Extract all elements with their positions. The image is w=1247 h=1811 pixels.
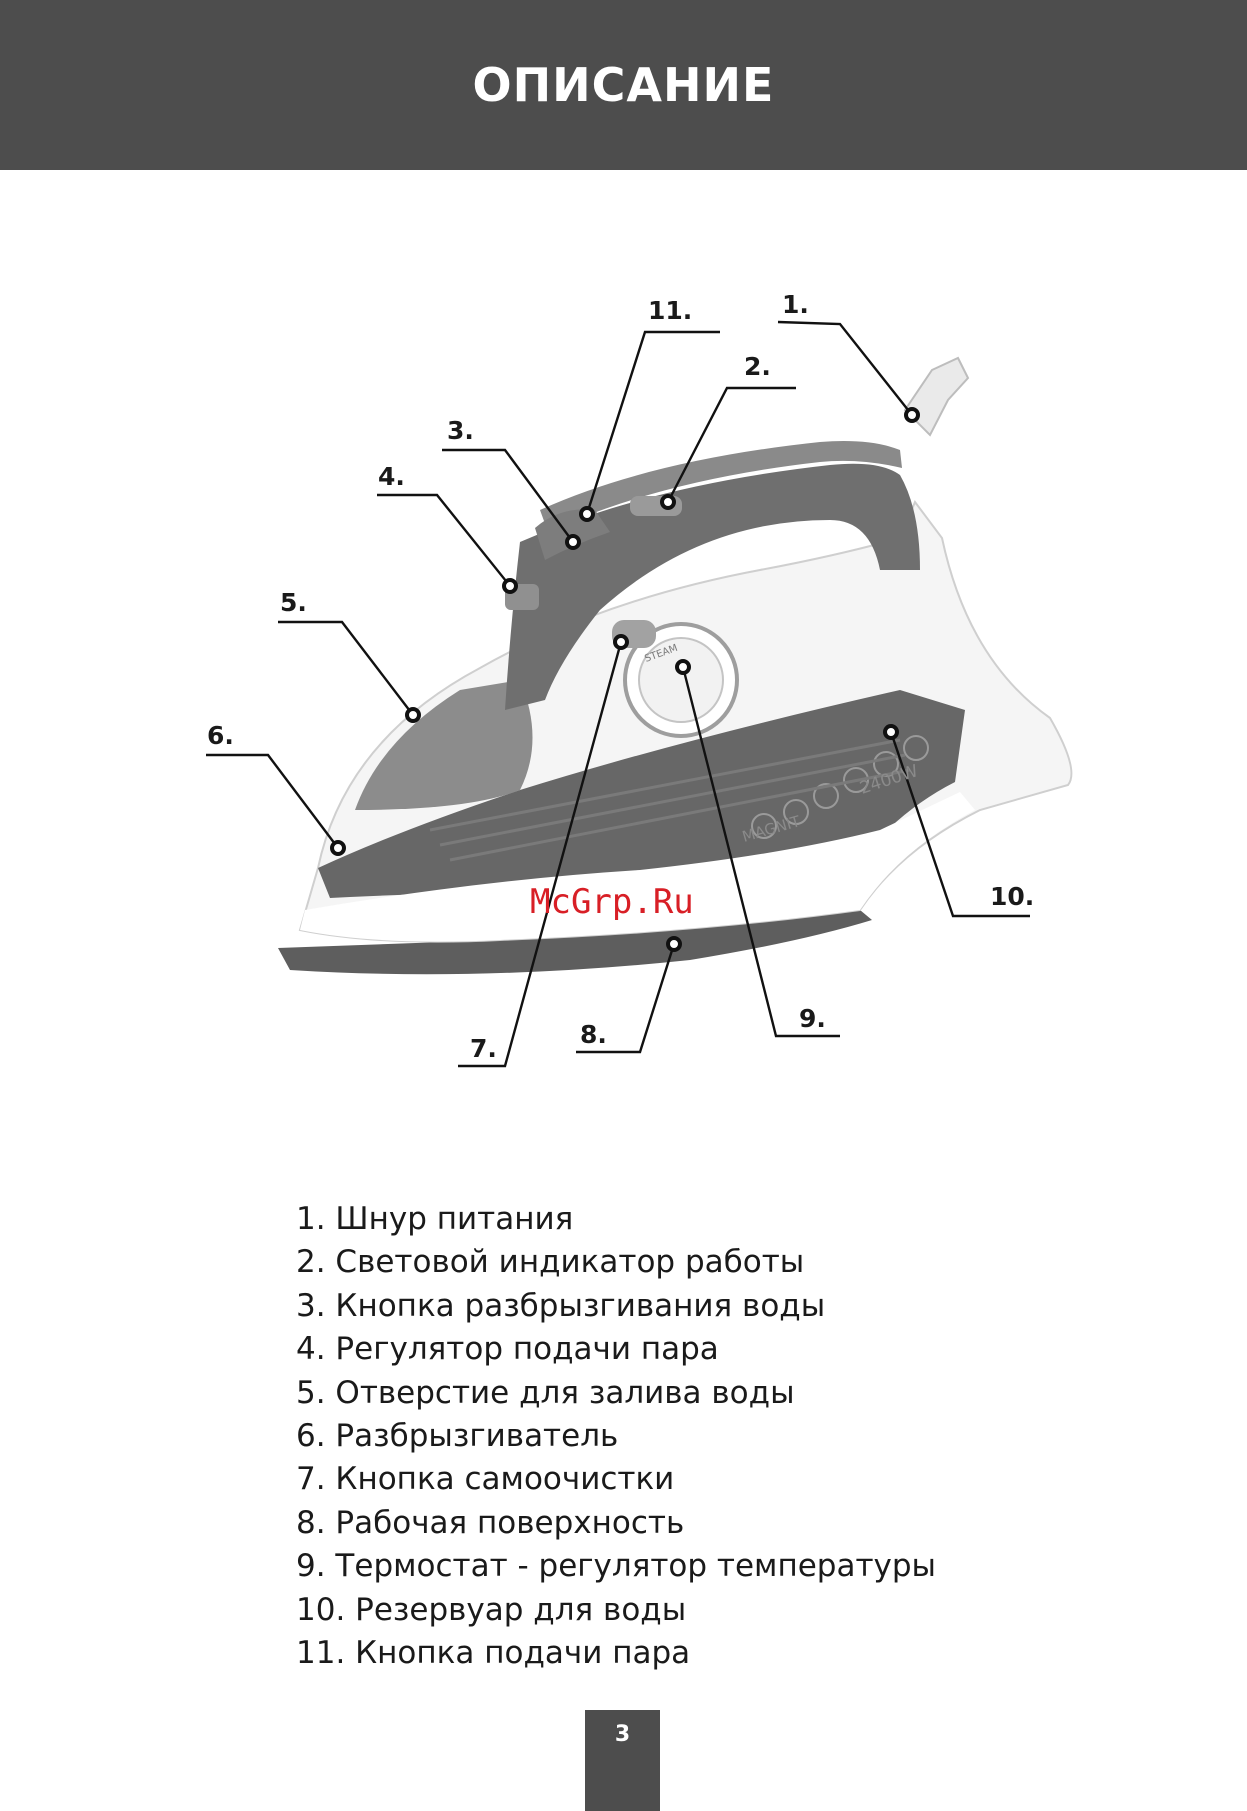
callout-label-9: 9. [799,1004,826,1033]
legend-item: 5. Отверстие для залива воды [296,1374,795,1411]
callout-leaders [206,320,1030,1068]
legend-item: 7. Кнопка самоочистки [296,1461,675,1498]
callout-label-11: 11. [648,296,693,325]
legend-item: 1. Шнур питания [296,1201,574,1237]
legend-item: 10. Резервуар для воды [296,1591,687,1628]
callout-label-3: 3. [447,416,474,445]
callout-dots [330,407,920,952]
page-number: 3 [585,1710,660,1811]
callout-label-6: 6. [207,721,234,750]
page-title: ОПИСАНИЕ [472,58,775,112]
legend-item: 9. Термостат - регулятор температуры [296,1548,937,1585]
page-header: ОПИСАНИЕ [0,0,1247,170]
callout-label-7: 7. [470,1034,497,1063]
callout-label-8: 8. [580,1020,607,1049]
legend-item: 3. Кнопка разбрызгивания воды [296,1287,826,1324]
callout-label-2: 2. [744,352,771,381]
legend-item: 11. Кнопка подачи пара [296,1635,691,1672]
iron-illustration: MAGNIT 2400W STEAM [206,320,1073,1068]
legend-item: 8. Рабочая поверхность [296,1504,685,1541]
legend-item: 2. Световой индикатор работы [296,1244,805,1281]
callout-label-5: 5. [280,588,307,617]
legend-item: 4. Регулятор подачи пара [296,1331,719,1368]
legend-item: 6. Разбрызгиватель [296,1418,619,1455]
parts-legend: 1. Шнур питания 2. Световой индикатор ра… [296,1198,936,1675]
iron-diagram: MAGNIT 2400W STEAM 1. 2. 3. 4. 5. 6. 7. … [0,270,1247,1080]
callout-label-4: 4. [378,462,405,491]
callout-label-10: 10. [990,882,1035,911]
watermark-text: McGrp.Ru [530,882,694,922]
callout-label-1: 1. [782,290,809,319]
